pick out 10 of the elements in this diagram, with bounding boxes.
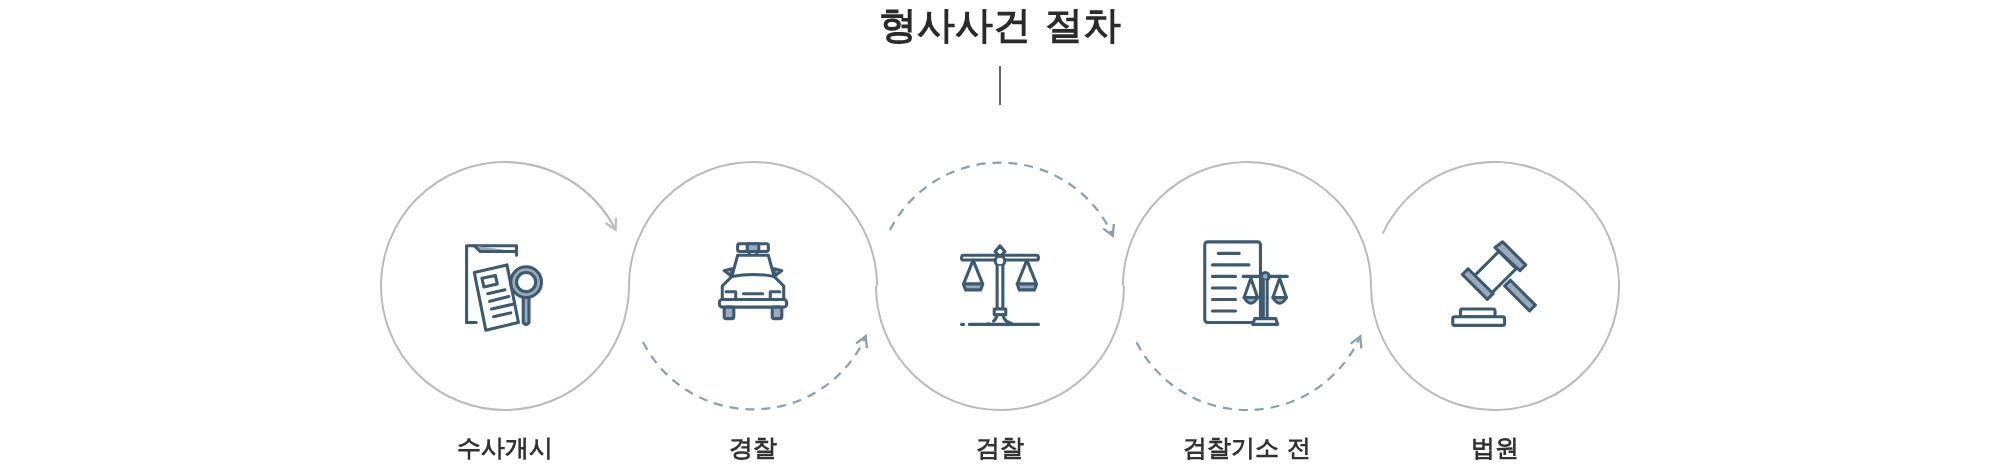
step-label: 검찰 [976,433,1024,464]
arrow [1135,335,1362,412]
arrow [642,335,868,411]
step-label: 검찰기소 전 [1182,433,1312,464]
arrow [889,161,1115,237]
step-label: 법원 [1471,433,1519,464]
step-label: 수사개시 [457,433,553,464]
title: 형사사건 절차 [879,2,1121,49]
step-label: 경찰 [729,433,777,464]
arrow [504,160,617,231]
